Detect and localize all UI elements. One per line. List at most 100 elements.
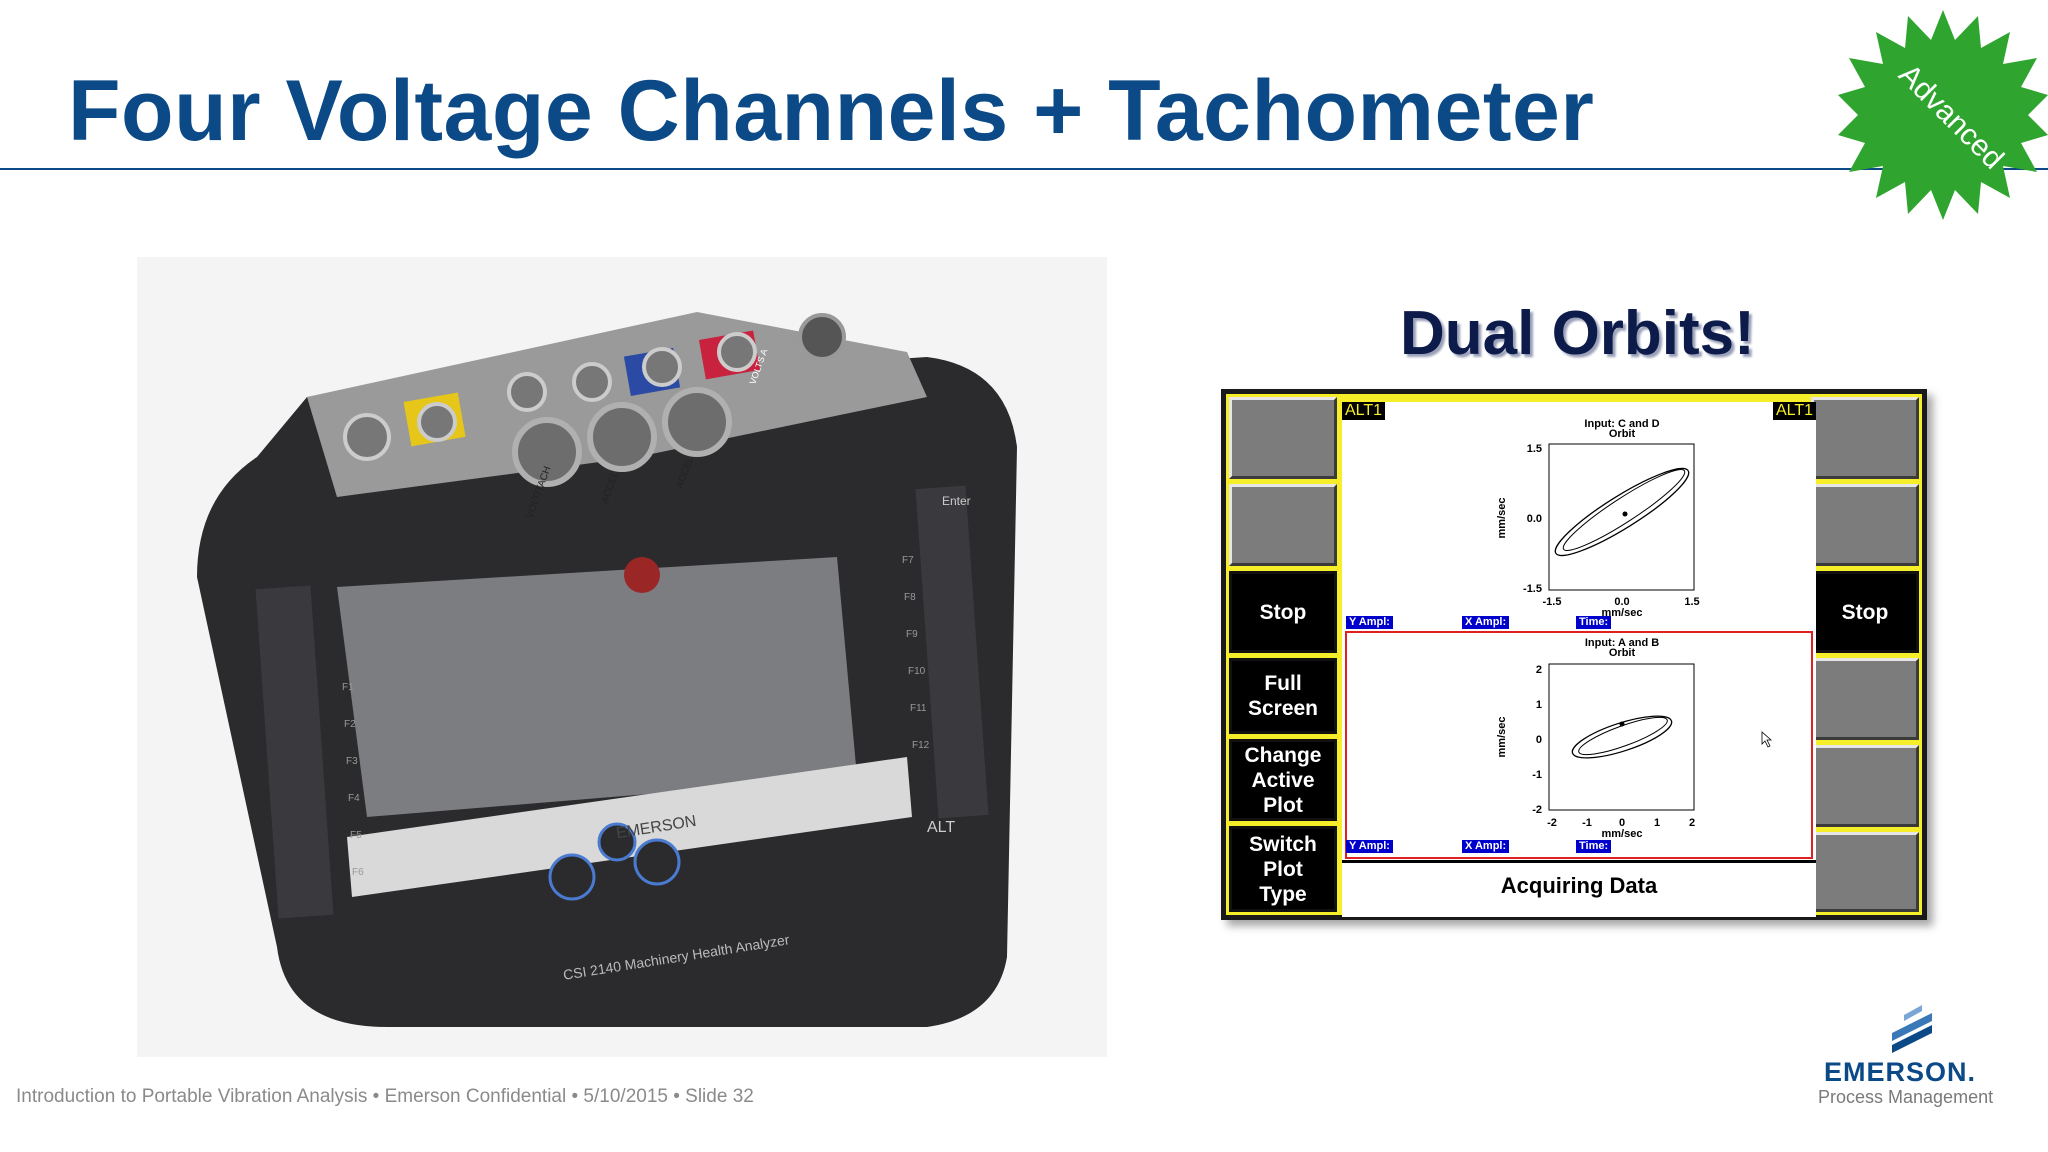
- time-label: Time:: [1576, 840, 1612, 853]
- y-ampl-label: Y Ampl:: [1346, 840, 1393, 853]
- logo-stroke: [1892, 1013, 1932, 1041]
- full-screen-label: Full Screen: [1247, 672, 1319, 720]
- function-key-label: F8: [904, 592, 916, 603]
- logo-stroke: [1904, 1005, 1922, 1021]
- right-softkey-1[interactable]: [1811, 397, 1919, 479]
- stop-label: Stop: [1259, 600, 1307, 624]
- alt-key-label: ALT: [927, 819, 955, 836]
- switch-plot-type-label: Switch Plot Type: [1249, 832, 1317, 906]
- function-key-label: F12: [912, 740, 930, 751]
- dual-orbits-heading: Dual Orbits!: [1400, 299, 1755, 368]
- left-function-key-labels: F1 F2 F3 F4 F5 F6: [342, 682, 364, 878]
- y-tick: 2: [1536, 664, 1542, 676]
- cable-plug: [662, 387, 732, 457]
- function-key-label: F11: [910, 703, 927, 714]
- x-axis-label: mm/sec: [1602, 828, 1643, 840]
- x-ampl-label: X Ampl:: [1462, 616, 1510, 629]
- function-key-label: F7: [902, 555, 914, 566]
- logo-stroke: [1892, 1025, 1932, 1053]
- alt-label-left: ALT1: [1342, 402, 1386, 420]
- orbit-trace: [1578, 716, 1668, 756]
- function-key-label: F3: [346, 756, 358, 767]
- emerson-logo: EMERSON. Process Management: [1812, 1005, 2012, 1107]
- left-key-strip: [255, 585, 334, 919]
- change-active-plot-button[interactable]: Change Active Plot: [1229, 739, 1337, 821]
- power-indicator: [624, 557, 660, 593]
- orbit-marker: [1619, 721, 1625, 727]
- nav-button: [633, 838, 681, 886]
- x-tick: -1.5: [1543, 596, 1562, 608]
- function-key-label: F2: [344, 719, 356, 730]
- slide-title: Four Voltage Channels + Tachometer: [68, 63, 1595, 159]
- connector: [798, 313, 846, 361]
- right-softkey-4[interactable]: [1811, 658, 1919, 740]
- x-tick: 0.0: [1614, 596, 1629, 608]
- right-softkey-6[interactable]: [1811, 832, 1919, 912]
- plot-title-line1: Input: A and B: [1585, 637, 1659, 649]
- plot-frame: [1548, 663, 1695, 811]
- orbit-plots-svg: Input: C and D Orbit 1.5 0.0 -1.5 -1.5 0…: [1345, 418, 1813, 859]
- advanced-starburst-badge: Advanced: [1838, 10, 2048, 220]
- x-axis-label: mm/sec: [1602, 607, 1643, 619]
- stop-button-right[interactable]: Stop: [1811, 571, 1919, 653]
- alt-label-right: ALT1: [1772, 402, 1816, 420]
- orbit-trace: [1562, 469, 1686, 551]
- connector: [507, 372, 547, 412]
- function-key-label: F10: [908, 666, 926, 677]
- slide-footer: Introduction to Portable Vibration Analy…: [16, 1086, 754, 1107]
- connector: [572, 362, 612, 402]
- label-band: [347, 757, 912, 897]
- x-ampl-label: X Ampl:: [1462, 840, 1510, 853]
- orbit-trace: [1554, 467, 1690, 557]
- y-axis-label: mm/sec: [1496, 717, 1508, 758]
- nav-button: [548, 853, 596, 901]
- x-tick: -2: [1547, 817, 1557, 829]
- x-tick: 2: [1689, 817, 1695, 829]
- plot-title-line2: Orbit: [1609, 428, 1636, 440]
- function-key-label: F6: [352, 867, 364, 878]
- device-photo: EMERSON CSI 2140 Machinery Health Analyz…: [137, 257, 1107, 1057]
- orbit-plot-cd: Input: C and D Orbit 1.5 0.0 -1.5 -1.5 0…: [1496, 418, 1700, 619]
- switch-plot-type-button[interactable]: Switch Plot Type: [1229, 826, 1337, 912]
- x-tick: -1: [1582, 817, 1592, 829]
- connector: [417, 402, 457, 442]
- plot-title-line1: Input: C and D: [1584, 418, 1659, 430]
- emerson-logo-icon: [1892, 1005, 1932, 1053]
- status-bar: Acquiring Data: [1342, 860, 1816, 917]
- y-tick: -1.5: [1523, 583, 1542, 595]
- mouse-cursor-icon: [1761, 731, 1773, 748]
- y-ampl-label: Y Ampl:: [1346, 616, 1393, 629]
- stop-button-left[interactable]: Stop: [1229, 571, 1337, 653]
- function-key-label: F1: [342, 682, 354, 693]
- csi-2140-analyzer-illustration: EMERSON CSI 2140 Machinery Health Analyz…: [197, 312, 1017, 1027]
- starburst-shape: [1838, 10, 2048, 220]
- active-plot-border: [1345, 631, 1813, 859]
- y-tick: -2: [1532, 804, 1542, 816]
- cable-plug: [512, 417, 582, 487]
- y-tick: -1: [1532, 769, 1542, 781]
- cable-plug: [587, 402, 657, 472]
- left-softkey-2[interactable]: [1229, 484, 1337, 566]
- function-key-label: F9: [906, 629, 918, 640]
- plot-frame: [1548, 443, 1695, 591]
- orbit-plot-area: ALT1 ALT1 Input: C and D Orbit 1.5 0.0 -…: [1342, 402, 1816, 914]
- time-label: Time:: [1576, 616, 1612, 629]
- y-tick: 0: [1536, 734, 1542, 746]
- plot-title-line2: Orbit: [1609, 647, 1636, 659]
- function-key-label: F5: [350, 830, 362, 841]
- x-tick: 1: [1654, 817, 1660, 829]
- left-softkey-1[interactable]: [1229, 397, 1337, 479]
- emerson-subtitle: Process Management: [1818, 1087, 1994, 1107]
- orbit-marker: [1622, 511, 1628, 517]
- screen-frame: Stop Full Screen Change Active Plot Swit…: [1226, 394, 1922, 917]
- orbit-trace: [1571, 715, 1673, 759]
- full-screen-button[interactable]: Full Screen: [1229, 658, 1337, 734]
- right-key-strip: [915, 485, 989, 819]
- change-active-plot-label: Change Active Plot: [1244, 743, 1322, 817]
- status-text: Acquiring Data: [1500, 873, 1658, 898]
- function-key-label: F4: [348, 793, 360, 804]
- right-softkey-5[interactable]: [1811, 745, 1919, 827]
- enter-key-label: Enter: [942, 494, 971, 508]
- stop-label: Stop: [1841, 600, 1889, 624]
- right-softkey-2[interactable]: [1811, 484, 1919, 566]
